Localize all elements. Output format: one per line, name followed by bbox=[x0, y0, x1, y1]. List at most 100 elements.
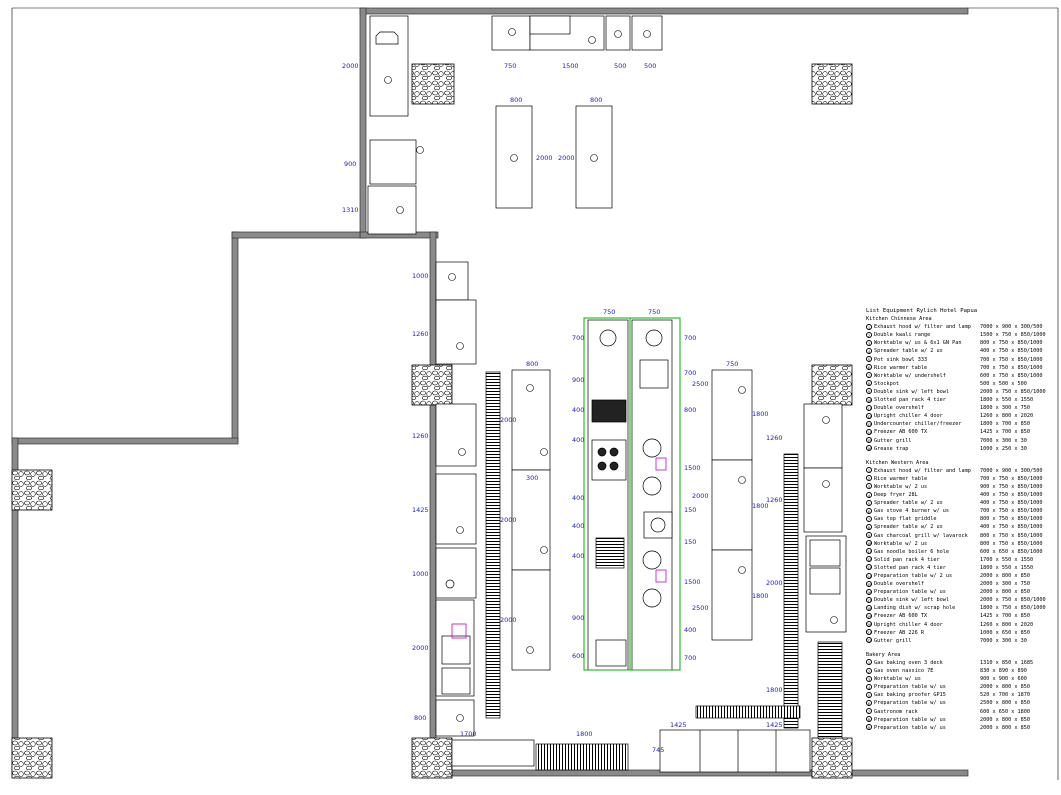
dim-island-top-1: 750 bbox=[603, 308, 615, 316]
numbered-circle-icon bbox=[384, 28, 838, 722]
stone-column-icon bbox=[11, 63, 853, 779]
numbered-circle-icon: 8 bbox=[866, 380, 872, 387]
legend-item-label: Exhaust hood w/ filter and lamp bbox=[874, 324, 971, 331]
chinese-area-equipment bbox=[435, 261, 501, 737]
legend-item-label: Double kwali range bbox=[874, 332, 931, 339]
dim-island-right-10: 2500 bbox=[692, 604, 709, 612]
dim-right-bench-4: 1800 bbox=[752, 592, 769, 600]
legend-item-size: 7000 x 300 x 30 bbox=[980, 637, 1027, 644]
legend-item-size: 2000 x 800 x 850 bbox=[980, 684, 1030, 691]
legend-item-label: Freezer AB 600 TX bbox=[874, 613, 928, 620]
dim-island-right-7: 150 bbox=[684, 506, 696, 514]
numbered-circle-icon: 20 bbox=[866, 621, 872, 628]
numbered-circle-icon: 10 bbox=[866, 540, 872, 547]
legend-item-label: Gas stove 4 burner w/ us bbox=[874, 508, 949, 515]
dim-island-right-6: 2000 bbox=[692, 492, 709, 500]
dim-island-left-2: 900 bbox=[572, 376, 584, 384]
legend-item-size: 7000 x 300 x 30 bbox=[980, 437, 1027, 444]
legend-item-size: 700 x 750 x 850/1000 bbox=[980, 364, 1043, 371]
numbered-circle-icon: 3 bbox=[866, 339, 872, 346]
legend-item-size: 1500 x 750 x 850/1000 bbox=[980, 332, 1046, 339]
numbered-circle-icon: 9 bbox=[866, 388, 872, 395]
legend-item-label: Stockpot bbox=[874, 380, 899, 387]
legend-item-size: 700 x 750 x 850/1000 bbox=[980, 356, 1043, 363]
legend-item-size: 520 x 700 x 1870 bbox=[980, 692, 1030, 699]
numbered-circle-icon: 17 bbox=[866, 596, 872, 603]
equipment-legend: List Equipment Rylich Hotel Papua Kitche… bbox=[866, 307, 1058, 732]
dim-western-4: 2000 bbox=[500, 516, 517, 524]
dim-top-left-2: 900 bbox=[344, 160, 356, 168]
numbered-circle-icon: 3 bbox=[866, 483, 872, 490]
dim-top-row-3: 500 bbox=[614, 62, 626, 70]
numbered-circle-icon: 5 bbox=[866, 691, 872, 698]
dim-bottom-3: 745 bbox=[652, 746, 664, 754]
dim-bottom-4: 1425 bbox=[670, 721, 687, 729]
dim-island-top-2: 750 bbox=[648, 308, 660, 316]
legend-item-size: 7000 x 900 x 300/500 bbox=[980, 324, 1043, 331]
legend-item-label: Gutter grill bbox=[874, 637, 912, 644]
legend-item-label: Preparation table w/ us bbox=[874, 589, 946, 596]
numbered-circle-icon: 5 bbox=[866, 499, 872, 506]
legend-item-size: 2000 x 800 x 850 bbox=[980, 716, 1030, 723]
dim-right-wall-2: 1260 bbox=[766, 496, 783, 504]
dim-top-table-h1: 2000 bbox=[536, 154, 553, 162]
dim-left-wall-1: 1000 bbox=[412, 272, 429, 280]
legend-item-size: 800 x 750 x 850/1000 bbox=[980, 340, 1043, 347]
dim-top-table-1: 800 bbox=[510, 96, 522, 104]
legend-item-size: 1425 x 700 x 850 bbox=[980, 429, 1030, 436]
legend-item-label: Exhaust hood w/ filter and lamp bbox=[874, 467, 971, 474]
numbered-circle-icon: 21 bbox=[866, 629, 872, 636]
legend-item-size: 900 x 900 x 600 bbox=[980, 676, 1027, 683]
numbered-circle-icon: 2 bbox=[866, 331, 872, 338]
bakery-equipment bbox=[367, 15, 663, 235]
legend-item-label: Gas top flat griddle bbox=[874, 516, 937, 523]
numbered-circle-icon: 2 bbox=[866, 475, 872, 482]
legend-item-size: 2000 x 750 x 850/1000 bbox=[980, 597, 1046, 604]
legend-item-label: Freezer AB 600 TX bbox=[874, 429, 928, 436]
legend-item-label: Upright chiller 4 door bbox=[874, 621, 943, 628]
dim-top-table-2: 800 bbox=[590, 96, 602, 104]
dim-island-right-4: 800 bbox=[684, 406, 696, 414]
numbered-circle-icon: 8 bbox=[866, 716, 872, 723]
legend-item-label: Spreader table w/ 2 us bbox=[874, 348, 943, 355]
dim-island-left-6: 400 bbox=[572, 522, 584, 530]
legend-title: List Equipment Rylich Hotel Papua bbox=[866, 308, 978, 314]
legend-item-label: Deep fryer 28L bbox=[874, 492, 918, 499]
legend-item-label: Preparation table w/ us bbox=[874, 724, 946, 731]
dim-left-wall-7: 800 bbox=[414, 714, 426, 722]
dim-island-right-11: 400 bbox=[684, 626, 696, 634]
legend-item-label: Gastronom rack bbox=[874, 708, 918, 715]
numbered-circle-icon: 9 bbox=[866, 724, 872, 731]
legend-item-size: 700 x 750 x 850/1000 bbox=[980, 508, 1043, 515]
dim-island-right-8: 150 bbox=[684, 538, 696, 546]
legend-item-label: Rice warmer table bbox=[874, 475, 928, 482]
legend-item-size: 1000 x 650 x 850 bbox=[980, 629, 1030, 636]
dimension-labels: 750 1500 500 500 800 800 2000 2000 2000 … bbox=[342, 62, 783, 754]
legend-item-size: 600 x 650 x 1800 bbox=[980, 708, 1030, 715]
